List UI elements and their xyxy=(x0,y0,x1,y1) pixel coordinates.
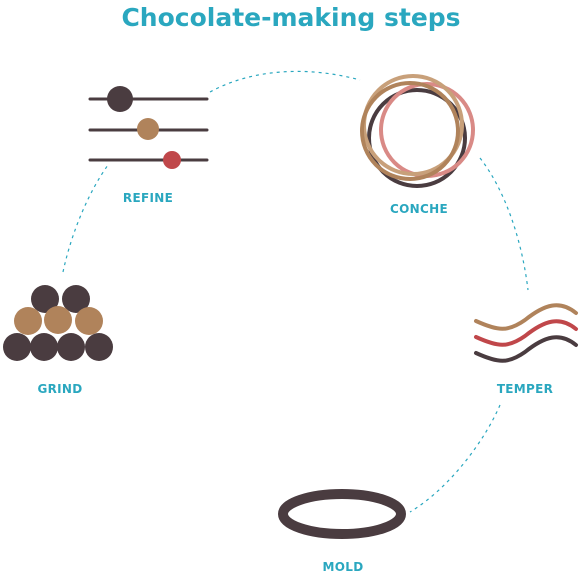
sliders-icon xyxy=(88,86,209,169)
connector-conche-temper xyxy=(479,157,529,291)
stacked-balls-icon xyxy=(3,285,113,361)
waves-icon xyxy=(474,303,578,363)
ring-mold-icon xyxy=(278,489,406,539)
step-label-conche: CONCHE xyxy=(390,202,448,216)
step-label-temper: TEMPER xyxy=(496,382,554,396)
step-label-mold: MOLD xyxy=(322,560,364,574)
connector-grind-refine xyxy=(62,164,109,273)
step-label-refine: REFINE xyxy=(122,191,174,205)
diagram-title: Chocolate-making steps xyxy=(121,3,461,32)
connector-refine-conche xyxy=(209,70,361,93)
overlapping-rings-icon xyxy=(360,74,475,188)
step-label-grind: GRIND xyxy=(37,382,83,396)
connector-temper-mold xyxy=(409,404,501,513)
